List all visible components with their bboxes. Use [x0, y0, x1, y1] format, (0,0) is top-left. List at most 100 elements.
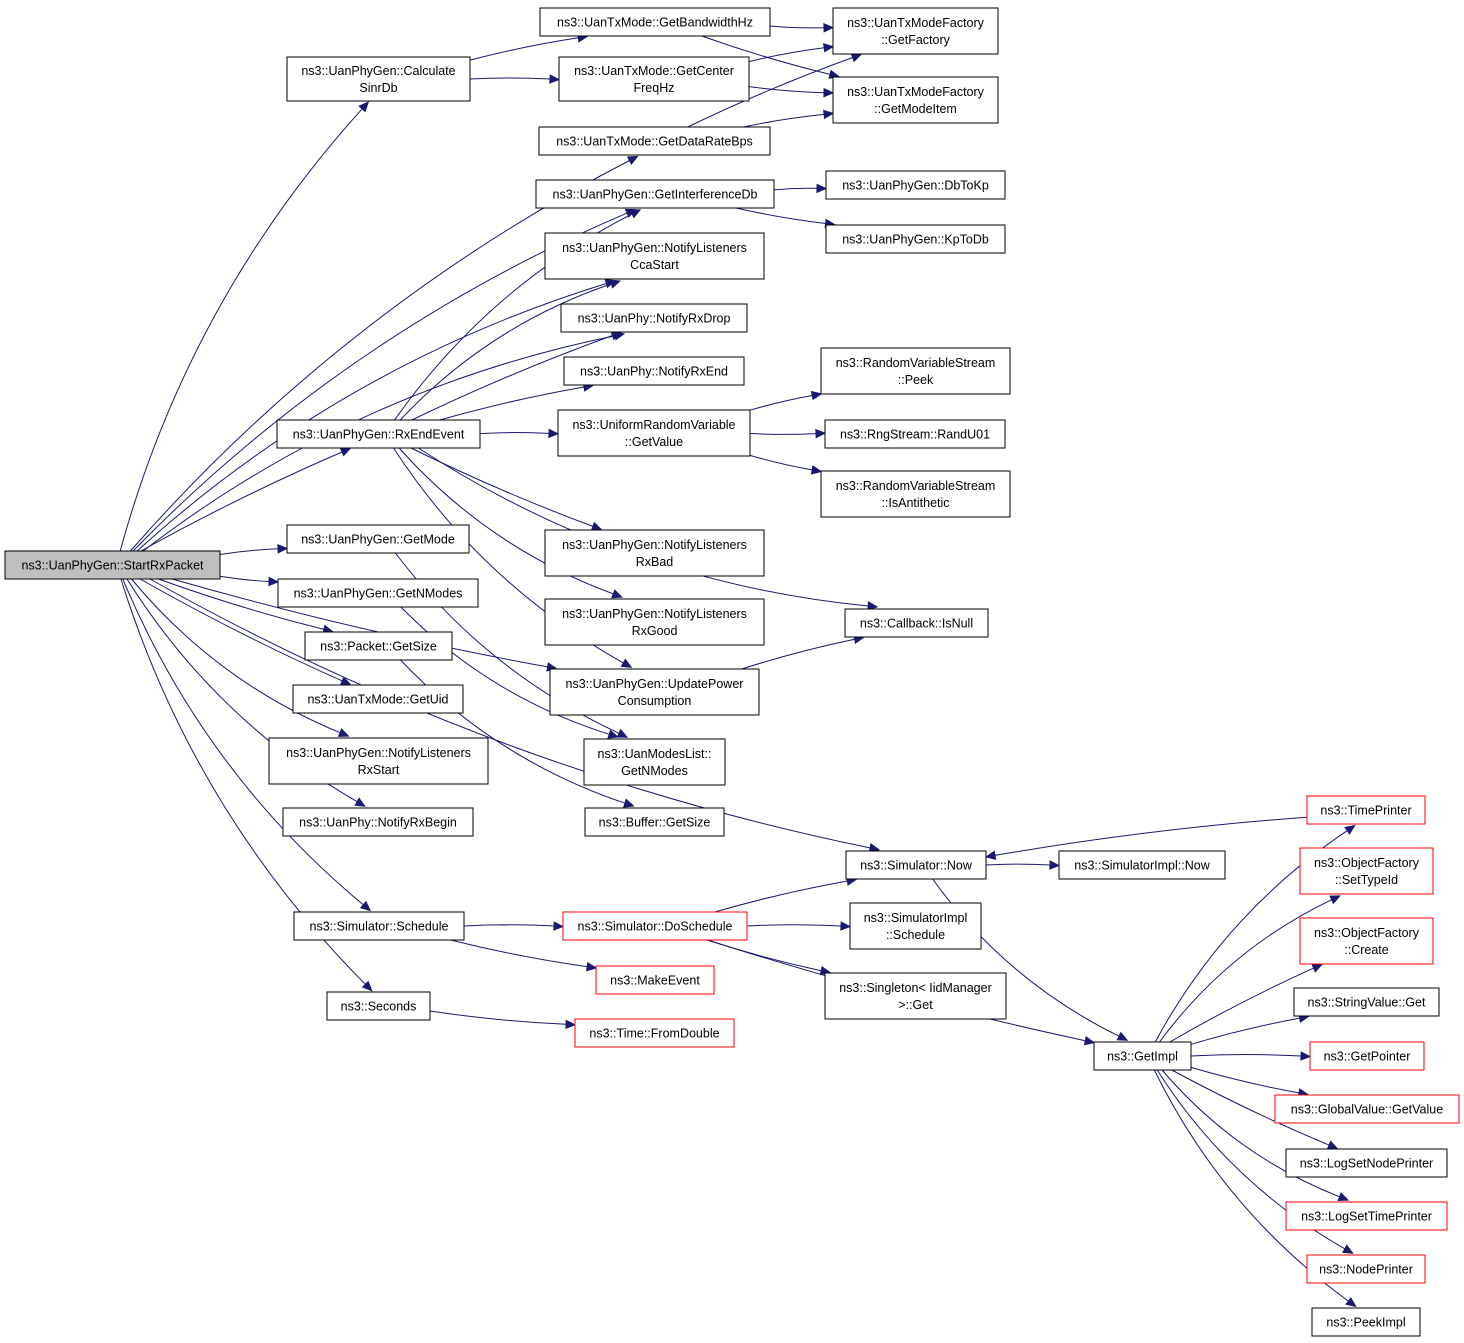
node-stringvalue-get[interactable]: ns3::StringValue::Get [1293, 987, 1440, 1017]
node-sim-schedule[interactable]: ns3::Simulator::Schedule [293, 911, 465, 941]
arrowhead-root-to-seconds [361, 980, 373, 992]
node-notify-rxend[interactable]: ns3::UanPhy::NotifyRxEnd [563, 356, 745, 386]
edge-sim_schedule-to-make_event [450, 939, 588, 968]
node-label: FreqHz [634, 81, 675, 95]
arrowhead-get_center-to-get_factory [822, 43, 835, 53]
node-get-interf[interactable]: ns3::UanPhyGen::GetInterferenceDb [535, 179, 775, 209]
node-label: ns3::LogSetTimePrinter [1301, 1210, 1432, 1224]
node-modeslist-getn[interactable]: ns3::UanModesList::GetNModes [583, 738, 726, 786]
node-make-event[interactable]: ns3::MakeEvent [595, 965, 715, 995]
node-kptodb[interactable]: ns3::UanPhyGen::KpToDb [825, 224, 1006, 254]
node-box [832, 76, 999, 124]
node-log-nodeprinter[interactable]: ns3::LogSetNodePrinter [1285, 1148, 1448, 1178]
node-notify-rxdrop[interactable]: ns3::UanPhy::NotifyRxDrop [560, 303, 748, 333]
node-box [574, 1018, 735, 1048]
node-box [563, 356, 745, 386]
node-rv-peek[interactable]: ns3::RandomVariableStream::Peek [820, 347, 1011, 395]
edge-root-to-rx_end_event [140, 451, 343, 552]
node-get-bw[interactable]: ns3::UanTxMode::GetBandwidthHz [539, 7, 771, 37]
node-box [538, 126, 771, 156]
node-node-printer[interactable]: ns3::NodePrinter [1306, 1254, 1426, 1284]
node-sim-doschedule[interactable]: ns3::Simulator::DoSchedule [562, 911, 748, 941]
node-get-datarate[interactable]: ns3::UanTxMode::GetDataRateBps [538, 126, 771, 156]
node-label: ns3::UanPhyGen::DbToKp [842, 179, 989, 193]
node-log-timeprinter[interactable]: ns3::LogSetTimePrinter [1285, 1201, 1448, 1231]
arrowhead-get_impl-to-log_timeprinter [1337, 1192, 1350, 1202]
node-label: Consumption [618, 694, 692, 708]
node-get-pointer[interactable]: ns3::GetPointer [1309, 1041, 1425, 1071]
arrowhead-get_mode-to-modeslist_getn [616, 728, 629, 738]
node-label: ns3::RandomVariableStream [836, 479, 996, 493]
node-packet-getsize[interactable]: ns3::Packet::GetSize [304, 631, 453, 661]
node-label: ::GetValue [625, 435, 683, 449]
arrowhead-rx_end_event-to-update_power [620, 658, 633, 668]
node-globalvalue-get[interactable]: ns3::GlobalValue::GetValue [1274, 1094, 1460, 1124]
node-get-factory[interactable]: ns3::UanTxModeFactory::GetFactory [832, 7, 999, 55]
node-simimpl-now[interactable]: ns3::SimulatorImpl::Now [1058, 850, 1226, 880]
node-label: ns3::UanPhy::NotifyRxEnd [580, 365, 728, 379]
node-label: ns3::UanTxModeFactory [847, 85, 985, 99]
node-label: ns3::UanPhyGen::NotifyListeners [562, 538, 747, 552]
node-time-fromdouble[interactable]: ns3::Time::FromDouble [574, 1018, 735, 1048]
node-get-uid[interactable]: ns3::UanTxMode::GetUid [292, 684, 464, 714]
node-box [277, 578, 479, 608]
node-box [1306, 1254, 1426, 1284]
node-label: ns3::UanPhyGen::GetNModes [294, 587, 463, 601]
arrowhead-root-to-calc_sinr [358, 101, 370, 113]
node-singleton-get[interactable]: ns3::Singleton< IidManager >::Get [824, 972, 1007, 1020]
node-label: ns3::UanTxMode::GetBandwidthHz [557, 16, 753, 30]
node-randu01[interactable]: ns3::RngStream::RandU01 [824, 419, 1006, 449]
edge-get_impl-to-of_settypeid [1159, 899, 1332, 1043]
node-of-create[interactable]: ns3::ObjectFactory::Create [1299, 917, 1434, 965]
node-box [304, 631, 453, 661]
edge-packet_getsize-to-buffer_getsize [400, 659, 626, 804]
node-box [544, 598, 765, 646]
node-label: ns3::UanPhyGen::UpdatePower [566, 677, 744, 691]
node-get-modeitem[interactable]: ns3::UanTxModeFactory::GetModeItem [832, 76, 999, 124]
node-peek-impl[interactable]: ns3::PeekImpl [1311, 1307, 1421, 1337]
node-box [1299, 917, 1434, 965]
node-label: ::Peek [898, 373, 934, 387]
edge-uniform_getvalue-to-rv_peek [749, 395, 813, 411]
edge-get_impl-to-of_create [1169, 967, 1314, 1043]
arrowhead-rx_end_event-to-uniform_getvalue [548, 428, 560, 439]
node-sim-now[interactable]: ns3::Simulator::Now [845, 850, 987, 880]
node-label: ns3::UniformRandomVariable [572, 418, 735, 432]
node-root[interactable]: ns3::UanPhyGen::StartRxPacket [4, 550, 221, 580]
node-buffer-getsize[interactable]: ns3::Buffer::GetSize [584, 807, 725, 837]
arrowhead-calc_sinr-to-get_center [549, 74, 561, 84]
edge-update_power-to-callback_isnull [741, 638, 855, 670]
node-dbtokp[interactable]: ns3::UanPhyGen::DbToKp [825, 170, 1006, 200]
node-box [1285, 1148, 1448, 1178]
node-label: RxStart [358, 763, 400, 777]
node-label: ns3::Callback::IsNull [860, 617, 973, 631]
node-seconds[interactable]: ns3::Seconds [326, 991, 431, 1021]
edge-get_datarate-to-get_factory [687, 57, 853, 128]
node-rv-isanti[interactable]: ns3::RandomVariableStream::IsAntithetic [820, 470, 1011, 518]
node-uniform-getvalue[interactable]: ns3::UniformRandomVariable::GetValue [557, 409, 751, 457]
edge-get_impl-to-get_pointer [1190, 1054, 1302, 1057]
node-notify-rxbegin[interactable]: ns3::UanPhy::NotifyRxBegin [282, 807, 474, 837]
node-get-nmodes[interactable]: ns3::UanPhyGen::GetNModes [277, 578, 479, 608]
node-time-printer[interactable]: ns3::TimePrinter [1306, 795, 1426, 825]
edge-sim_now-to-simimpl_now [985, 863, 1051, 866]
arrowhead-sim_now-to-get_impl [1116, 1031, 1129, 1041]
node-box [1274, 1094, 1460, 1124]
node-rx-end-event[interactable]: ns3::UanPhyGen::RxEndEvent [276, 419, 481, 449]
node-of-settypeid[interactable]: ns3::ObjectFactory::SetTypeId [1299, 847, 1434, 895]
edge-root-to-sim_now [149, 578, 871, 849]
node-box [825, 170, 1006, 200]
node-callback-isnull[interactable]: ns3::Callback::IsNull [844, 608, 989, 638]
node-get-mode[interactable]: ns3::UanPhyGen::GetMode [286, 524, 470, 554]
edge-rx_end_event-to-uniform_getvalue [479, 432, 550, 435]
edge-root-to-get_nmodes [219, 575, 270, 582]
node-get-impl[interactable]: ns3::GetImpl [1093, 1041, 1192, 1071]
node-simimpl-schedule[interactable]: ns3::SimulatorImpl::Schedule [849, 902, 982, 950]
